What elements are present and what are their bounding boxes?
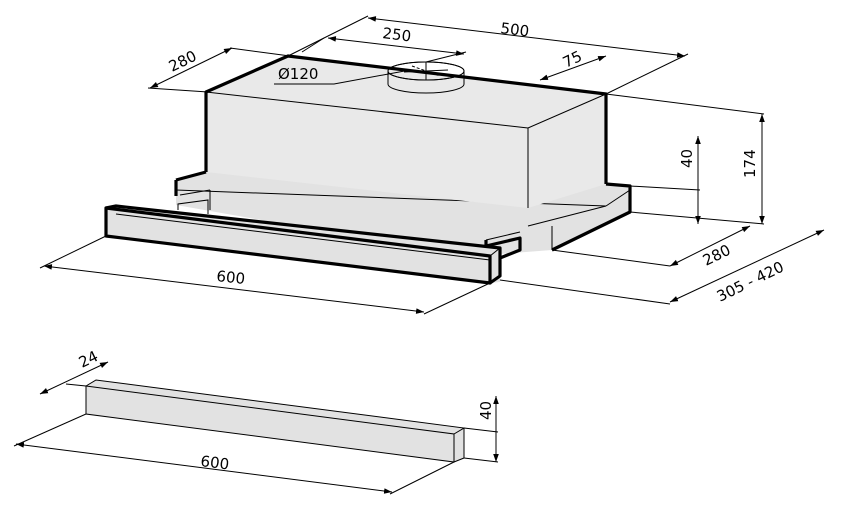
dim-spigot-offset-label: 250: [382, 24, 413, 45]
dim-width-top-label: 500: [500, 19, 531, 40]
dim-width-front-label: 600: [216, 267, 246, 288]
trim-dim-width-label: 600: [200, 452, 231, 473]
dim-depth-base-label: 280: [700, 241, 734, 270]
dim-spigot-back-label: 75: [560, 47, 585, 72]
dim-depth-top-label: 280: [166, 47, 200, 76]
trim-panel-drawing: [86, 380, 464, 462]
dim-spigot-diameter-label: Ø120: [278, 65, 318, 83]
trim-dim-depth-label: 24: [76, 347, 101, 372]
trim-dim-height-label: 40: [477, 401, 495, 420]
dim-drawer-height-label: 40: [678, 149, 696, 168]
dim-height-total-label: 174: [741, 149, 759, 178]
